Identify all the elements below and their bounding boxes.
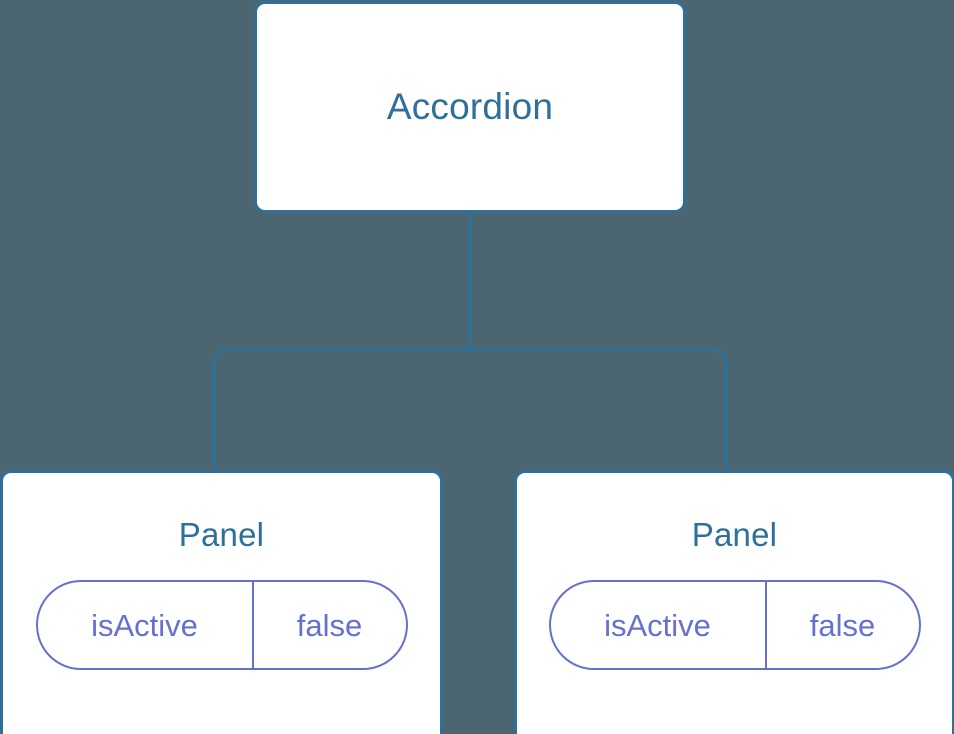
edge-accordion-to-panel-0 <box>212 348 470 474</box>
state-pill-panel-0[interactable]: isActive false <box>35 580 408 671</box>
edge-accordion-to-panel-1 <box>470 348 728 474</box>
node-accordion[interactable]: Accordion <box>254 1 686 213</box>
state-key-isactive: isActive <box>551 582 767 669</box>
state-pill-panel-1[interactable]: isActive false <box>548 580 921 671</box>
node-panel-1[interactable]: Panel isActive false <box>514 470 954 734</box>
state-value-isactive: false <box>296 607 363 643</box>
state-key-isactive: isActive <box>38 582 254 669</box>
node-panel-0-title: Panel <box>178 516 265 553</box>
state-value-isactive: false <box>809 607 876 643</box>
node-accordion-title: Accordion <box>386 85 554 127</box>
node-panel-0[interactable]: Panel isActive false <box>0 470 443 734</box>
node-panel-1-title: Panel <box>691 516 778 553</box>
